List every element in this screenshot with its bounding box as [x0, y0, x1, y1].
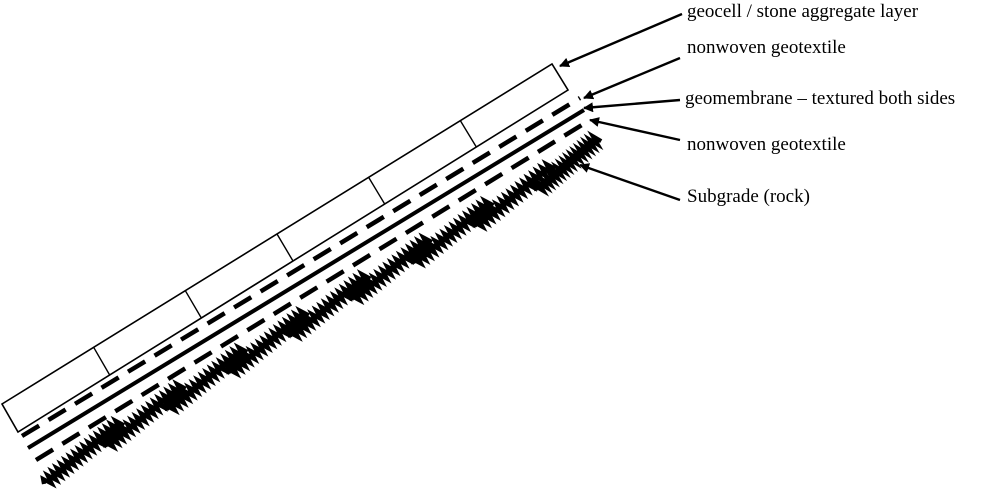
- geocell-cell-divider: [184, 290, 202, 319]
- subgrade-rock-segment: [531, 130, 604, 197]
- subgrade-rock-segment: [163, 342, 249, 416]
- subgrade-leader-arrow: [579, 163, 681, 202]
- geotextile-top-label: nonwoven geotextile: [687, 37, 846, 58]
- geomembrane-line: [26, 108, 586, 450]
- geocell-cell-divider: [93, 346, 111, 376]
- subgrade-rock-segment: [409, 195, 495, 269]
- subgrade-rock-pattern: [40, 130, 604, 489]
- subgrade-label: Subgrade (rock): [687, 186, 810, 207]
- geocell-cell-divider: [368, 176, 386, 205]
- geotextile-bottom-line: [34, 118, 592, 462]
- geocell-layer: [0, 62, 570, 434]
- geocell-label: geocell / stone aggregate layer: [687, 1, 919, 22]
- geocell-leader-arrow: [559, 12, 683, 68]
- geocell-cell-dividers: [93, 120, 477, 376]
- geocell-cell-divider: [276, 233, 294, 262]
- geotextile-top-leader-arrow: [583, 56, 681, 100]
- geomembrane-label: geomembrane – textured both sides: [685, 88, 955, 109]
- subgrade-rock-segment: [286, 269, 372, 342]
- geomembrane-leader-arrow: [583, 98, 681, 113]
- geotextile-bottom-label: nonwoven geotextile: [687, 134, 846, 155]
- subgrade-rock-segment: [101, 379, 187, 452]
- subgrade-rock-segment: [40, 415, 126, 489]
- subgrade-rock-segment: [347, 232, 433, 306]
- geocell-cell-divider: [459, 120, 477, 148]
- subgrade-rock-segment: [224, 305, 310, 379]
- geotextile-bottom-leader-arrow: [589, 117, 681, 142]
- geotextile-top-line: [20, 96, 582, 438]
